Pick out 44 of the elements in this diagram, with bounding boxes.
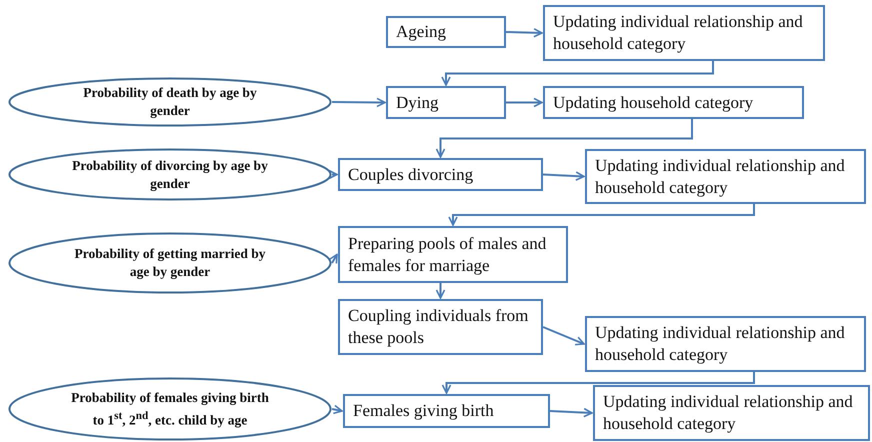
arrow <box>332 404 343 414</box>
node-label: Updating individual relationship and household category <box>595 322 846 366</box>
arrow <box>436 119 693 158</box>
process-box <box>543 5 825 61</box>
node-label: Updating individual relationship and household category <box>553 11 804 55</box>
ellipse-node <box>8 77 332 127</box>
process-box <box>386 16 506 48</box>
arrow <box>542 171 585 181</box>
arrow <box>436 283 446 299</box>
arrow <box>328 254 338 264</box>
node-label: Updating household category <box>553 92 754 114</box>
arrow <box>550 408 593 418</box>
ellipse-node <box>8 148 332 201</box>
node-label: Probability of getting married by age by gender <box>74 245 266 281</box>
node-label: Coupling individuals from these pools <box>348 305 530 349</box>
process-box <box>585 149 866 204</box>
arrow <box>506 98 543 108</box>
ellipse-node <box>8 232 332 294</box>
arrow <box>442 372 755 394</box>
process-box <box>338 226 568 283</box>
process-box <box>386 86 506 119</box>
ellipse-node <box>8 377 332 441</box>
node-label: Ageing <box>396 21 446 43</box>
node-label: Preparing pools of males and females for marriage <box>348 232 548 276</box>
process-box <box>543 86 804 119</box>
node-label: Probability of death by age by gender <box>82 84 258 120</box>
arrow <box>441 61 714 86</box>
node-label: Updating individual relationship and household category <box>595 154 846 198</box>
node-label: Updating individual relationship and household category <box>603 391 854 435</box>
arrow <box>332 98 386 108</box>
node-label: Dying <box>396 92 438 114</box>
process-box <box>338 299 543 355</box>
process-box <box>585 316 866 372</box>
node-label: Probability of females giving birth to 1$^{st}$, 2$^{nd}$, etc. child by age <box>70 388 270 430</box>
process-box <box>338 158 543 191</box>
node-label: Probability of divorcing by age by gender <box>71 156 269 192</box>
arrow <box>448 204 755 226</box>
node-label: Couples divorcing <box>348 164 474 186</box>
arrow <box>506 28 543 38</box>
process-box <box>343 394 550 428</box>
arrow <box>542 326 585 346</box>
node-label: Females giving birth <box>353 400 494 422</box>
arrow <box>328 170 338 180</box>
process-box <box>593 385 870 441</box>
